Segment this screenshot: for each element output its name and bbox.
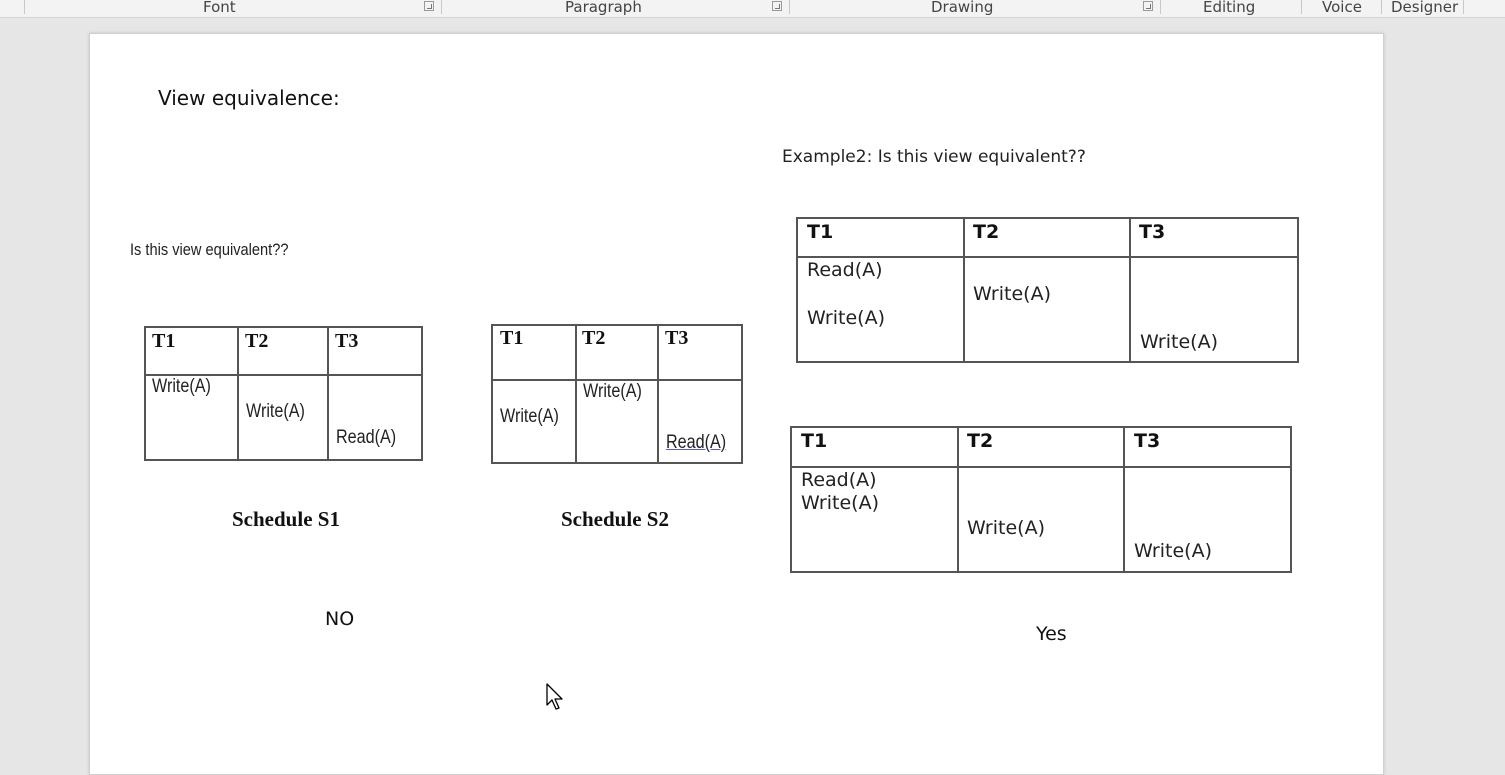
table-header-t2: T2 [967, 430, 994, 452]
ribbon-separator [789, 0, 790, 14]
t2-write-op: Write(A) [967, 517, 1045, 539]
t1-write-op: Write(A) [152, 376, 211, 397]
t1-write-op: Write(A) [801, 492, 879, 514]
mouse-pointer-icon [546, 683, 563, 710]
document-page[interactable]: View equivalence: Is this view equivalen… [89, 33, 1384, 775]
table-header-t3: T3 [1139, 221, 1166, 243]
ribbon-group-drawing: Drawing [931, 0, 994, 16]
t3-write-op: Write(A) [1140, 331, 1218, 353]
t3-write-op: Write(A) [1134, 540, 1212, 562]
ribbon-separator [441, 0, 442, 14]
example2-table1: T1 T2 T3 Read(A) Write(A) Write(A) Write… [796, 217, 1299, 363]
schedule-s2-table: T1 T2 T3 Write(A) Write(A) Read(A) [491, 324, 743, 464]
table-header-t3: T3 [1134, 430, 1161, 452]
table-divider [146, 374, 421, 376]
table-header-t2: T2 [973, 221, 1000, 243]
table-header-t1: T1 [152, 330, 176, 352]
t1-write-op: Write(A) [500, 406, 559, 427]
ribbon-separator [1301, 0, 1302, 14]
schedule-s2-caption: Schedule S2 [561, 507, 669, 531]
font-dialog-launcher-icon[interactable] [424, 1, 434, 11]
ribbon-separator [1160, 0, 1161, 14]
table-divider [1129, 219, 1131, 361]
ribbon-separator [1463, 0, 1464, 14]
ribbon-group-voice: Voice [1322, 0, 1362, 16]
table-divider [957, 428, 959, 571]
ribbon-separator [24, 0, 25, 14]
table-header-t3: T3 [335, 330, 359, 352]
t1-write-op: Write(A) [807, 307, 885, 329]
t2-write-op: Write(A) [973, 283, 1051, 305]
table-divider [792, 466, 1290, 468]
table-header-t2: T2 [582, 327, 606, 349]
table-divider [575, 326, 577, 462]
ribbon-separator [1381, 0, 1382, 14]
example2-table2: T1 T2 T3 Read(A) Write(A) Write(A) Write… [790, 426, 1292, 573]
example1-question: Is this view equivalent?? [130, 240, 289, 259]
t3-read-op: Read(A) [336, 427, 397, 448]
schedule-s1-caption: Schedule S1 [232, 507, 340, 531]
t1-read-op: Read(A) [807, 259, 883, 281]
drawing-dialog-launcher-icon[interactable] [1143, 1, 1153, 11]
t1-read-op: Read(A) [801, 469, 877, 491]
table-header-t1: T1 [801, 430, 828, 452]
table-divider [657, 326, 659, 462]
table-divider [327, 328, 329, 459]
t3-read-op: Read(A) [666, 432, 727, 453]
t2-write-op: Write(A) [246, 401, 305, 422]
t2-write-op: Write(A) [583, 381, 642, 402]
table-header-t1: T1 [807, 221, 834, 243]
ribbon-group-paragraph: Paragraph [565, 0, 642, 16]
example2-answer: Yes [1036, 623, 1067, 645]
ribbon-group-font: Font [203, 0, 236, 16]
table-header-t1: T1 [500, 327, 524, 349]
table-header-t2: T2 [245, 330, 269, 352]
table-divider [1123, 428, 1125, 571]
ribbon-group-editing: Editing [1203, 0, 1256, 16]
example2-question: Example2: Is this view equivalent?? [782, 147, 1086, 167]
ribbon-group-designer: Designer [1391, 0, 1459, 16]
table-divider [798, 256, 1297, 258]
table-header-t3: T3 [665, 327, 689, 349]
table-divider [237, 328, 239, 459]
table-divider [963, 219, 965, 361]
page-heading: View equivalence: [158, 86, 340, 110]
paragraph-dialog-launcher-icon[interactable] [772, 1, 782, 11]
table-divider [493, 379, 741, 381]
ribbon-group-labels: Font Paragraph Drawing Editing Voice Des… [0, 0, 1505, 18]
schedule-s1-table: T1 T2 T3 Write(A) Write(A) Read(A) [144, 326, 423, 461]
example1-answer: NO [325, 608, 355, 630]
